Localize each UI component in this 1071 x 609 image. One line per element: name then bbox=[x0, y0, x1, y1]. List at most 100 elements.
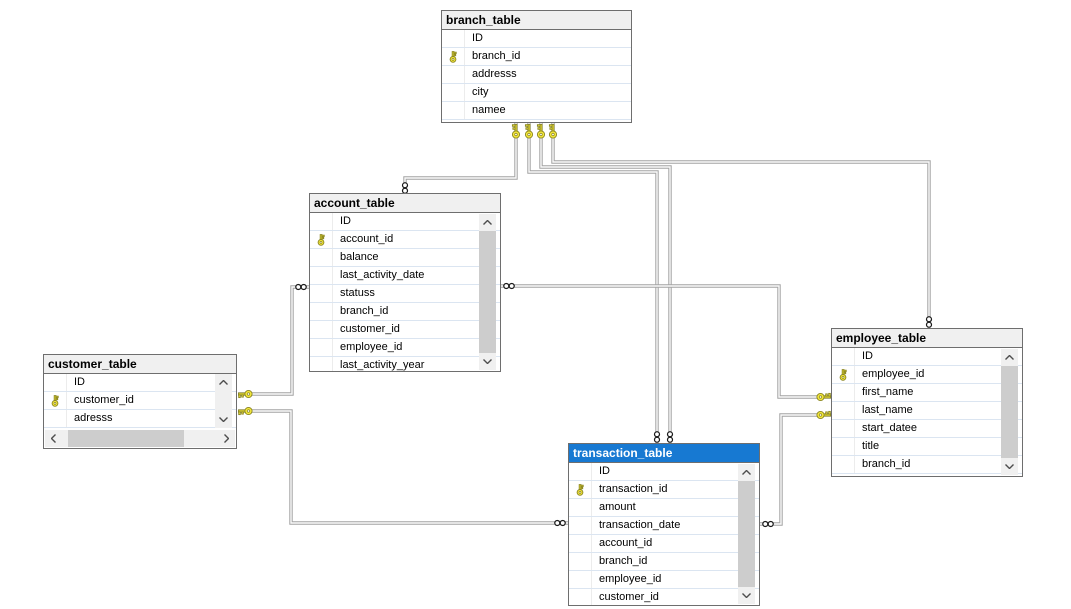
row-selector-cell bbox=[569, 517, 592, 534]
vertical-scrollbar[interactable] bbox=[1001, 349, 1018, 475]
row-selector-cell bbox=[310, 231, 333, 248]
scroll-down-button[interactable] bbox=[738, 587, 755, 604]
column-row[interactable]: title bbox=[832, 438, 1022, 456]
vertical-scrollbar[interactable] bbox=[479, 214, 496, 370]
scrollbar-thumb[interactable] bbox=[479, 231, 496, 353]
relationship-branch-transaction-1[interactable] bbox=[524, 123, 661, 445]
scrollbar-thumb[interactable] bbox=[738, 481, 755, 587]
row-selector-cell bbox=[569, 463, 592, 480]
column-row[interactable]: ID bbox=[442, 30, 631, 48]
table-header-transaction[interactable]: transaction_table bbox=[569, 444, 759, 463]
scrollbar-track[interactable] bbox=[184, 430, 218, 447]
scroll-up-button[interactable] bbox=[479, 214, 496, 231]
vertical-scrollbar[interactable] bbox=[215, 374, 232, 428]
table-transaction[interactable]: transaction_table ID transaction_id amou… bbox=[568, 443, 760, 606]
table-body: ID employee_id first_name last_name star… bbox=[832, 348, 1022, 476]
relationship-branch-employee[interactable] bbox=[548, 123, 933, 330]
scrollbar-track[interactable] bbox=[215, 391, 232, 411]
relationship-customer-transaction[interactable] bbox=[238, 406, 569, 527]
column-row[interactable]: customer_id bbox=[569, 589, 759, 605]
infinity-icon bbox=[503, 282, 515, 290]
column-name: branch_id bbox=[599, 555, 648, 567]
table-body: ID account_id balance last_activity_date… bbox=[310, 213, 500, 371]
table-header-employee[interactable]: employee_table bbox=[832, 329, 1022, 348]
column-row[interactable]: account_id bbox=[310, 231, 500, 249]
row-selector-cell bbox=[832, 420, 855, 437]
column-row[interactable]: branch_id bbox=[442, 48, 631, 66]
table-header-branch[interactable]: branch_table bbox=[442, 11, 631, 30]
column-row[interactable]: employee_id bbox=[310, 339, 500, 357]
scroll-up-button[interactable] bbox=[1001, 349, 1018, 366]
column-row[interactable]: addresss bbox=[442, 66, 631, 84]
row-selector-cell bbox=[310, 339, 333, 356]
column-row[interactable]: adresss bbox=[44, 410, 236, 428]
column-name: last_activity_date bbox=[340, 269, 425, 281]
column-row[interactable]: statuss bbox=[310, 285, 500, 303]
column-row[interactable]: ID bbox=[569, 463, 759, 481]
relationship-branch-account[interactable] bbox=[401, 123, 521, 196]
table-header-account[interactable]: account_table bbox=[310, 194, 500, 213]
column-name: ID bbox=[472, 32, 483, 44]
row-selector-cell bbox=[569, 499, 592, 516]
column-row[interactable]: branch_id bbox=[310, 303, 500, 321]
table-branch[interactable]: branch_table ID branch_id addresss city bbox=[441, 10, 632, 123]
column-row[interactable]: last_name bbox=[832, 402, 1022, 420]
row-selector-cell bbox=[569, 571, 592, 588]
horizontal-scrollbar[interactable] bbox=[45, 430, 235, 447]
scroll-down-button[interactable] bbox=[1001, 458, 1018, 475]
column-row[interactable]: ID bbox=[310, 213, 500, 231]
column-row[interactable]: first_name bbox=[832, 384, 1022, 402]
vertical-scrollbar[interactable] bbox=[738, 464, 755, 604]
table-header-customer[interactable]: customer_table bbox=[44, 355, 236, 374]
column-row[interactable]: employee_id bbox=[832, 366, 1022, 384]
relationship-employee-account[interactable] bbox=[500, 282, 832, 402]
column-row[interactable]: branch_id bbox=[832, 456, 1022, 474]
column-row[interactable]: employee_id bbox=[569, 571, 759, 589]
scroll-down-button[interactable] bbox=[215, 411, 232, 428]
scroll-left-button[interactable] bbox=[45, 430, 62, 447]
column-row[interactable]: ID bbox=[44, 374, 236, 392]
scroll-down-button[interactable] bbox=[479, 353, 496, 370]
table-employee[interactable]: employee_table ID employee_id first_name… bbox=[831, 328, 1023, 477]
column-row[interactable]: customer_id bbox=[44, 392, 236, 410]
column-row[interactable]: account_id bbox=[569, 535, 759, 553]
scroll-up-button[interactable] bbox=[738, 464, 755, 481]
column-row[interactable]: last_activity_year bbox=[310, 357, 500, 371]
column-name: branch_id bbox=[472, 50, 521, 62]
row-selector-cell bbox=[310, 213, 333, 230]
row-selector-cell bbox=[569, 535, 592, 552]
relationship-branch-transaction-2[interactable] bbox=[536, 123, 674, 445]
key-icon bbox=[548, 124, 558, 139]
column-row[interactable]: transaction_date bbox=[569, 517, 759, 535]
relationship-customer-account[interactable] bbox=[238, 283, 310, 399]
scroll-right-button[interactable] bbox=[218, 430, 235, 447]
column-name: transaction_id bbox=[599, 483, 668, 495]
column-row[interactable]: balance bbox=[310, 249, 500, 267]
row-selector-cell bbox=[832, 348, 855, 365]
column-row[interactable]: start_datee bbox=[832, 420, 1022, 438]
relationship-employee-transaction[interactable] bbox=[759, 410, 832, 528]
column-row[interactable]: ID bbox=[832, 348, 1022, 366]
column-row[interactable]: transaction_id bbox=[569, 481, 759, 499]
row-selector-cell bbox=[832, 366, 855, 383]
column-row[interactable]: branch_id bbox=[569, 553, 759, 571]
column-row[interactable]: namee bbox=[442, 102, 631, 120]
infinity-icon bbox=[762, 520, 774, 528]
scrollbar-thumb[interactable] bbox=[68, 430, 184, 447]
row-selector-cell bbox=[310, 303, 333, 320]
table-customer[interactable]: customer_table ID customer_id adresss bbox=[43, 354, 237, 449]
column-row[interactable]: amount bbox=[569, 499, 759, 517]
column-name: balance bbox=[340, 251, 379, 263]
column-row[interactable]: last_activity_date bbox=[310, 267, 500, 285]
key-icon bbox=[816, 392, 831, 402]
column-row[interactable]: customer_id bbox=[310, 321, 500, 339]
table-account[interactable]: account_table ID account_id balance last… bbox=[309, 193, 501, 372]
column-row[interactable]: city bbox=[442, 84, 631, 102]
column-name: transaction_date bbox=[599, 519, 681, 531]
row-selector-cell bbox=[569, 589, 592, 605]
scroll-up-button[interactable] bbox=[215, 374, 232, 391]
key-icon bbox=[524, 124, 534, 139]
table-title: account_table bbox=[314, 196, 395, 210]
scrollbar-thumb[interactable] bbox=[1001, 366, 1018, 458]
